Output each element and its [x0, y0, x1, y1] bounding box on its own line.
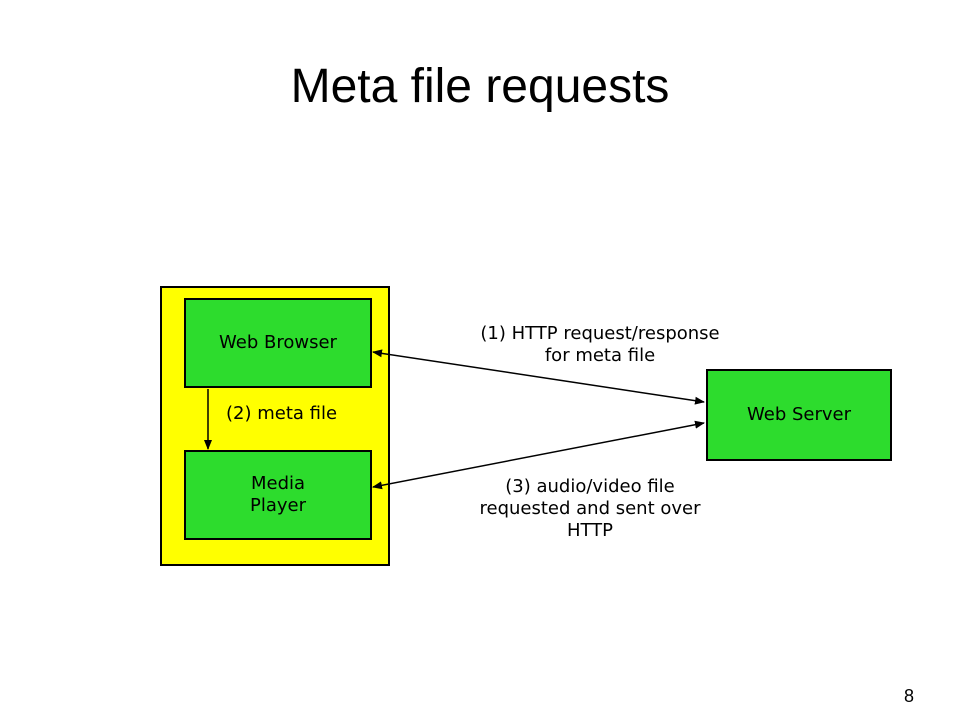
web-browser-label: Web Browser — [219, 332, 337, 354]
step3-label-line1: (3) audio/video file — [505, 476, 675, 497]
web-server-label: Web Server — [747, 404, 851, 426]
web-server-node: Web Server — [706, 369, 892, 461]
web-browser-node: Web Browser — [184, 298, 372, 388]
page-number: 8 — [903, 686, 914, 706]
media-player-node: Media Player — [184, 450, 372, 540]
step2-label: (2) meta file — [226, 403, 338, 424]
media-player-label-line2: Player — [249, 495, 306, 516]
media-player-label-line1: Media — [250, 473, 306, 495]
step1-label-line2: for meta file — [544, 344, 656, 366]
step3-label-line3: HTTP — [566, 519, 614, 541]
step3-label: (3) audio/video file requested and sent … — [410, 476, 770, 542]
step3-label-line2: requested and sent over — [479, 497, 701, 519]
step1-label: (1) HTTP request/response for meta file — [430, 323, 770, 367]
slide-title: Meta file requests — [290, 60, 670, 113]
step1-label-line1: (1) HTTP request/response — [480, 323, 720, 344]
